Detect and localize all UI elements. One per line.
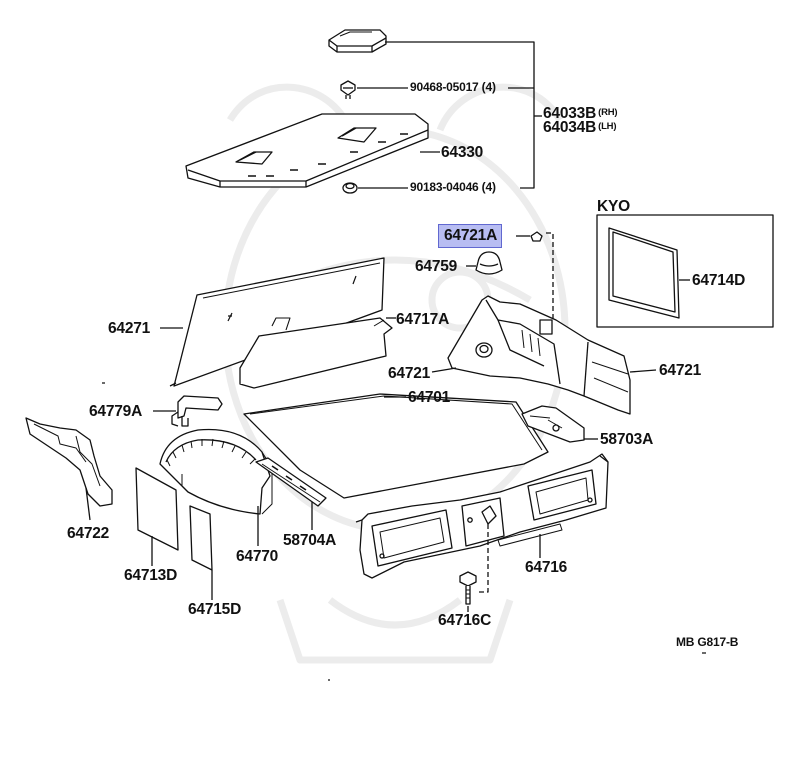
label-64033b: 64033B(RH) — [543, 105, 618, 122]
part-64770-wheelhouse — [159, 428, 273, 515]
part-64033b-cover — [328, 29, 387, 53]
label-64701: 64701 — [408, 389, 451, 406]
part-64759-bumper — [475, 251, 503, 275]
part-64721-side-trim — [447, 295, 631, 415]
kyo-box-title: KYO — [597, 198, 630, 215]
label-64716: 64716 — [525, 559, 568, 576]
leader-64721-center — [431, 367, 457, 373]
label-64779a: 64779A — [89, 403, 143, 420]
part-64722-trim — [25, 417, 113, 507]
part-64717a-cover — [239, 317, 393, 389]
part-64713d-pad — [135, 467, 179, 551]
part-64715d-pad — [189, 505, 213, 571]
kyo-box — [596, 214, 774, 328]
part-64271-board — [169, 257, 385, 387]
label-64716c: 64716C — [438, 612, 492, 629]
leader-64033b-bottom — [520, 88, 535, 189]
label-64721a-highlighted[interactable]: 64721A — [438, 224, 503, 248]
part-90468-clip — [340, 80, 356, 99]
label-64717a: 64717A — [396, 311, 450, 328]
label-58703a: 58703A — [600, 431, 654, 448]
label-64759: 64759 — [415, 258, 458, 275]
label-64715d: 64715D — [188, 601, 242, 618]
label-64721-right: 64721 — [659, 362, 702, 379]
label-64330: 64330 — [441, 144, 484, 161]
part-64716-rear-panel — [355, 453, 609, 579]
part-58703a-panel — [521, 405, 585, 443]
part-58704a-strip — [255, 457, 327, 507]
label-64033b-number: 64033B — [543, 105, 597, 122]
label-64713d: 64713D — [124, 567, 178, 584]
label-64721-center: 64721 — [388, 365, 431, 382]
leader-64721a-dashed — [546, 232, 554, 330]
part-64701-floor-mat — [243, 393, 549, 499]
part-64779a-bracket — [171, 395, 223, 427]
part-90183-clip — [342, 182, 358, 194]
part-64330-package-tray — [185, 113, 429, 188]
label-64714d: 64714D — [692, 272, 746, 289]
part-64716c-bolt — [459, 571, 477, 605]
label-64034b-number: 64034B — [543, 119, 597, 136]
label-64770: 64770 — [236, 548, 279, 565]
label-58704a: 58704A — [283, 532, 337, 549]
part-64714d-mat — [608, 227, 680, 319]
label-90183-04046: 90183-04046 (4) — [410, 180, 496, 194]
label-64033b-side: (RH) — [598, 107, 618, 118]
label-64034b-side: (LH) — [598, 121, 617, 132]
label-90468-05017: 90468-05017 (4) — [410, 80, 496, 94]
leader-64033b-top — [385, 41, 535, 89]
label-64271: 64271 — [108, 320, 151, 337]
label-64722: 64722 — [67, 525, 110, 542]
part-64721a-clip — [530, 231, 543, 242]
label-64034b: 64034B(LH) — [543, 119, 617, 136]
diagram-code: MB G817-B — [676, 635, 739, 649]
leader-64716c-dashed — [478, 524, 489, 593]
scan-marks — [102, 382, 706, 681]
leader-64721-right — [629, 369, 657, 373]
leader-64722 — [85, 487, 91, 521]
